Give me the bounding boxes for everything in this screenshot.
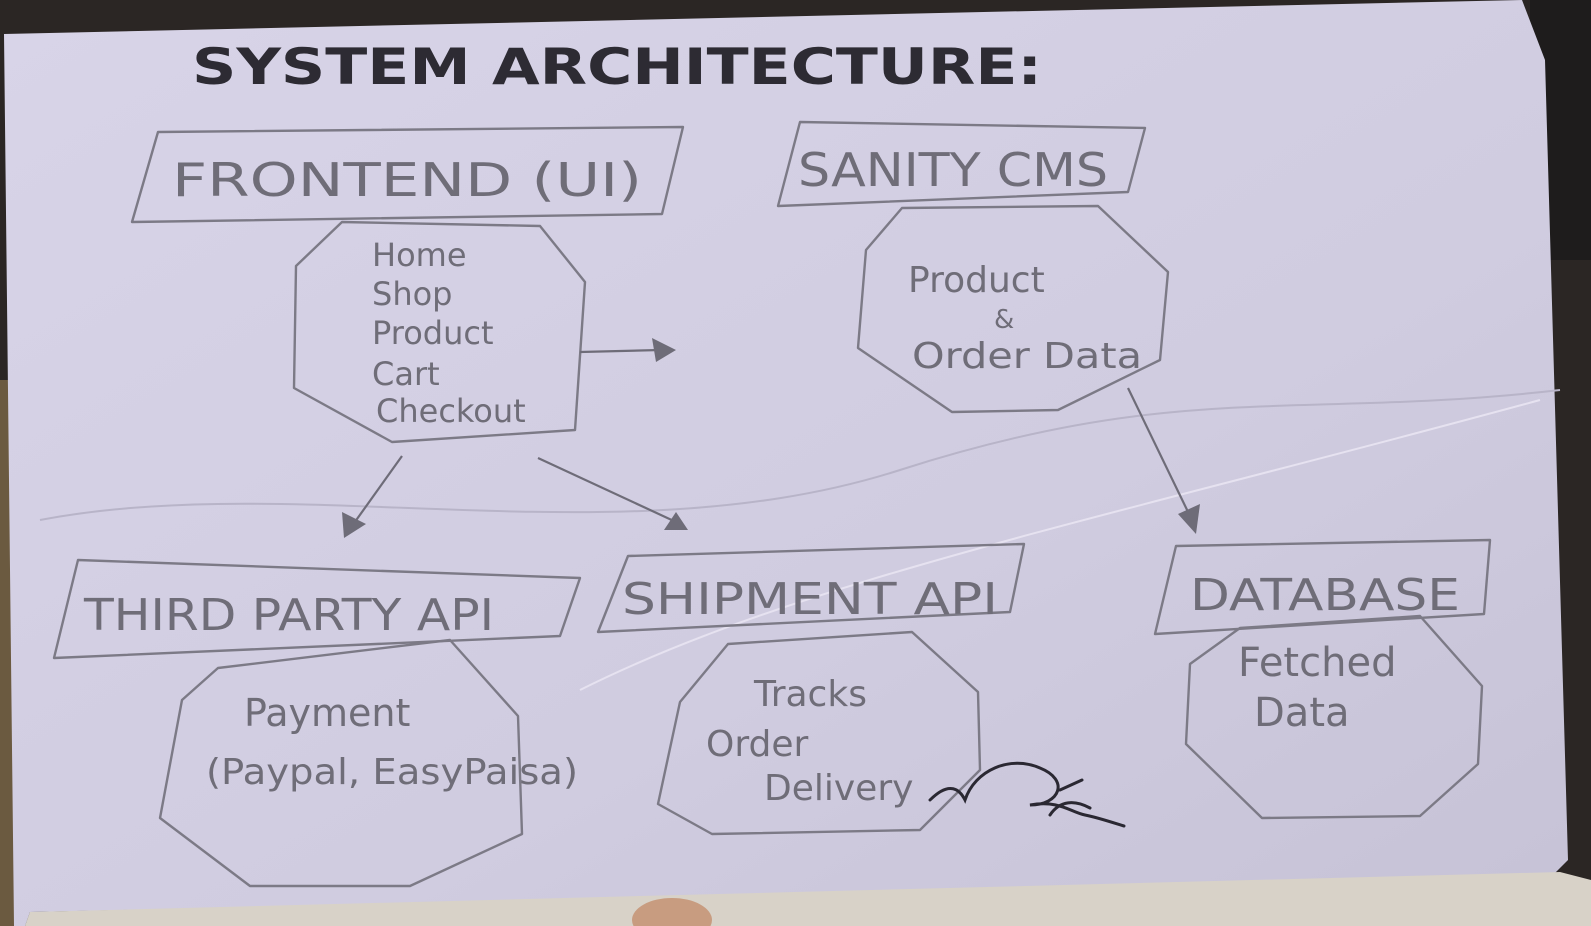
shipment-label: SHIPMENT API bbox=[622, 574, 998, 625]
database-label: DATABASE bbox=[1190, 570, 1460, 621]
paper bbox=[4, 0, 1568, 926]
frontend-label-box bbox=[130, 125, 685, 224]
database-octagon bbox=[1184, 614, 1484, 820]
frontend-item-product: Product bbox=[372, 314, 494, 352]
database-item-fetched: Fetched bbox=[1238, 640, 1396, 686]
shipment-item-delivery: Delivery bbox=[764, 768, 913, 809]
third-party-label: THIRD PARTY API bbox=[83, 590, 494, 641]
sanity-item-and: & bbox=[994, 305, 1014, 335]
frontend-item-shop: Shop bbox=[372, 275, 452, 313]
frontend-item-checkout: Checkout bbox=[376, 392, 526, 430]
third-party-octagon bbox=[158, 638, 524, 888]
arrow-frontend-to-shipment bbox=[537, 457, 688, 530]
page-edge bbox=[25, 872, 1591, 926]
sanity-item-order-data: Order Data bbox=[912, 336, 1142, 377]
database-item-data: Data bbox=[1254, 690, 1350, 736]
shipment-item-order: Order bbox=[706, 724, 809, 765]
arrow-sanity-to-database bbox=[1127, 387, 1200, 534]
third-party-label-box bbox=[52, 558, 582, 660]
arrow-frontend-to-third-party bbox=[342, 455, 403, 538]
third-party-item-payment: Payment bbox=[244, 691, 410, 735]
arrow-frontend-to-sanity bbox=[579, 338, 676, 362]
database-label-box bbox=[1153, 538, 1492, 636]
sanity-octagon bbox=[856, 204, 1170, 414]
frontend-label: FRONTEND (UI) bbox=[172, 153, 642, 207]
sanity-item-product: Product bbox=[908, 260, 1045, 301]
crease-line bbox=[39, 389, 1561, 521]
third-party-item-providers: (Paypal, EasyPaisa) bbox=[206, 752, 578, 793]
diagram-title: SYSTEM ARCHITECTURE: bbox=[192, 38, 1042, 96]
sanity-label: SANITY CMS bbox=[798, 143, 1108, 197]
crease-line-light bbox=[579, 399, 1541, 691]
signature-scribble bbox=[928, 761, 1126, 828]
thumb bbox=[632, 898, 712, 926]
shipment-label-box bbox=[596, 542, 1026, 634]
frontend-item-home: Home bbox=[372, 236, 467, 274]
shipment-item-tracks: Tracks bbox=[753, 674, 867, 715]
sanity-label-box bbox=[776, 120, 1147, 208]
shipment-octagon bbox=[656, 630, 982, 836]
frontend-octagon bbox=[292, 220, 587, 444]
frontend-item-cart: Cart bbox=[372, 355, 440, 393]
